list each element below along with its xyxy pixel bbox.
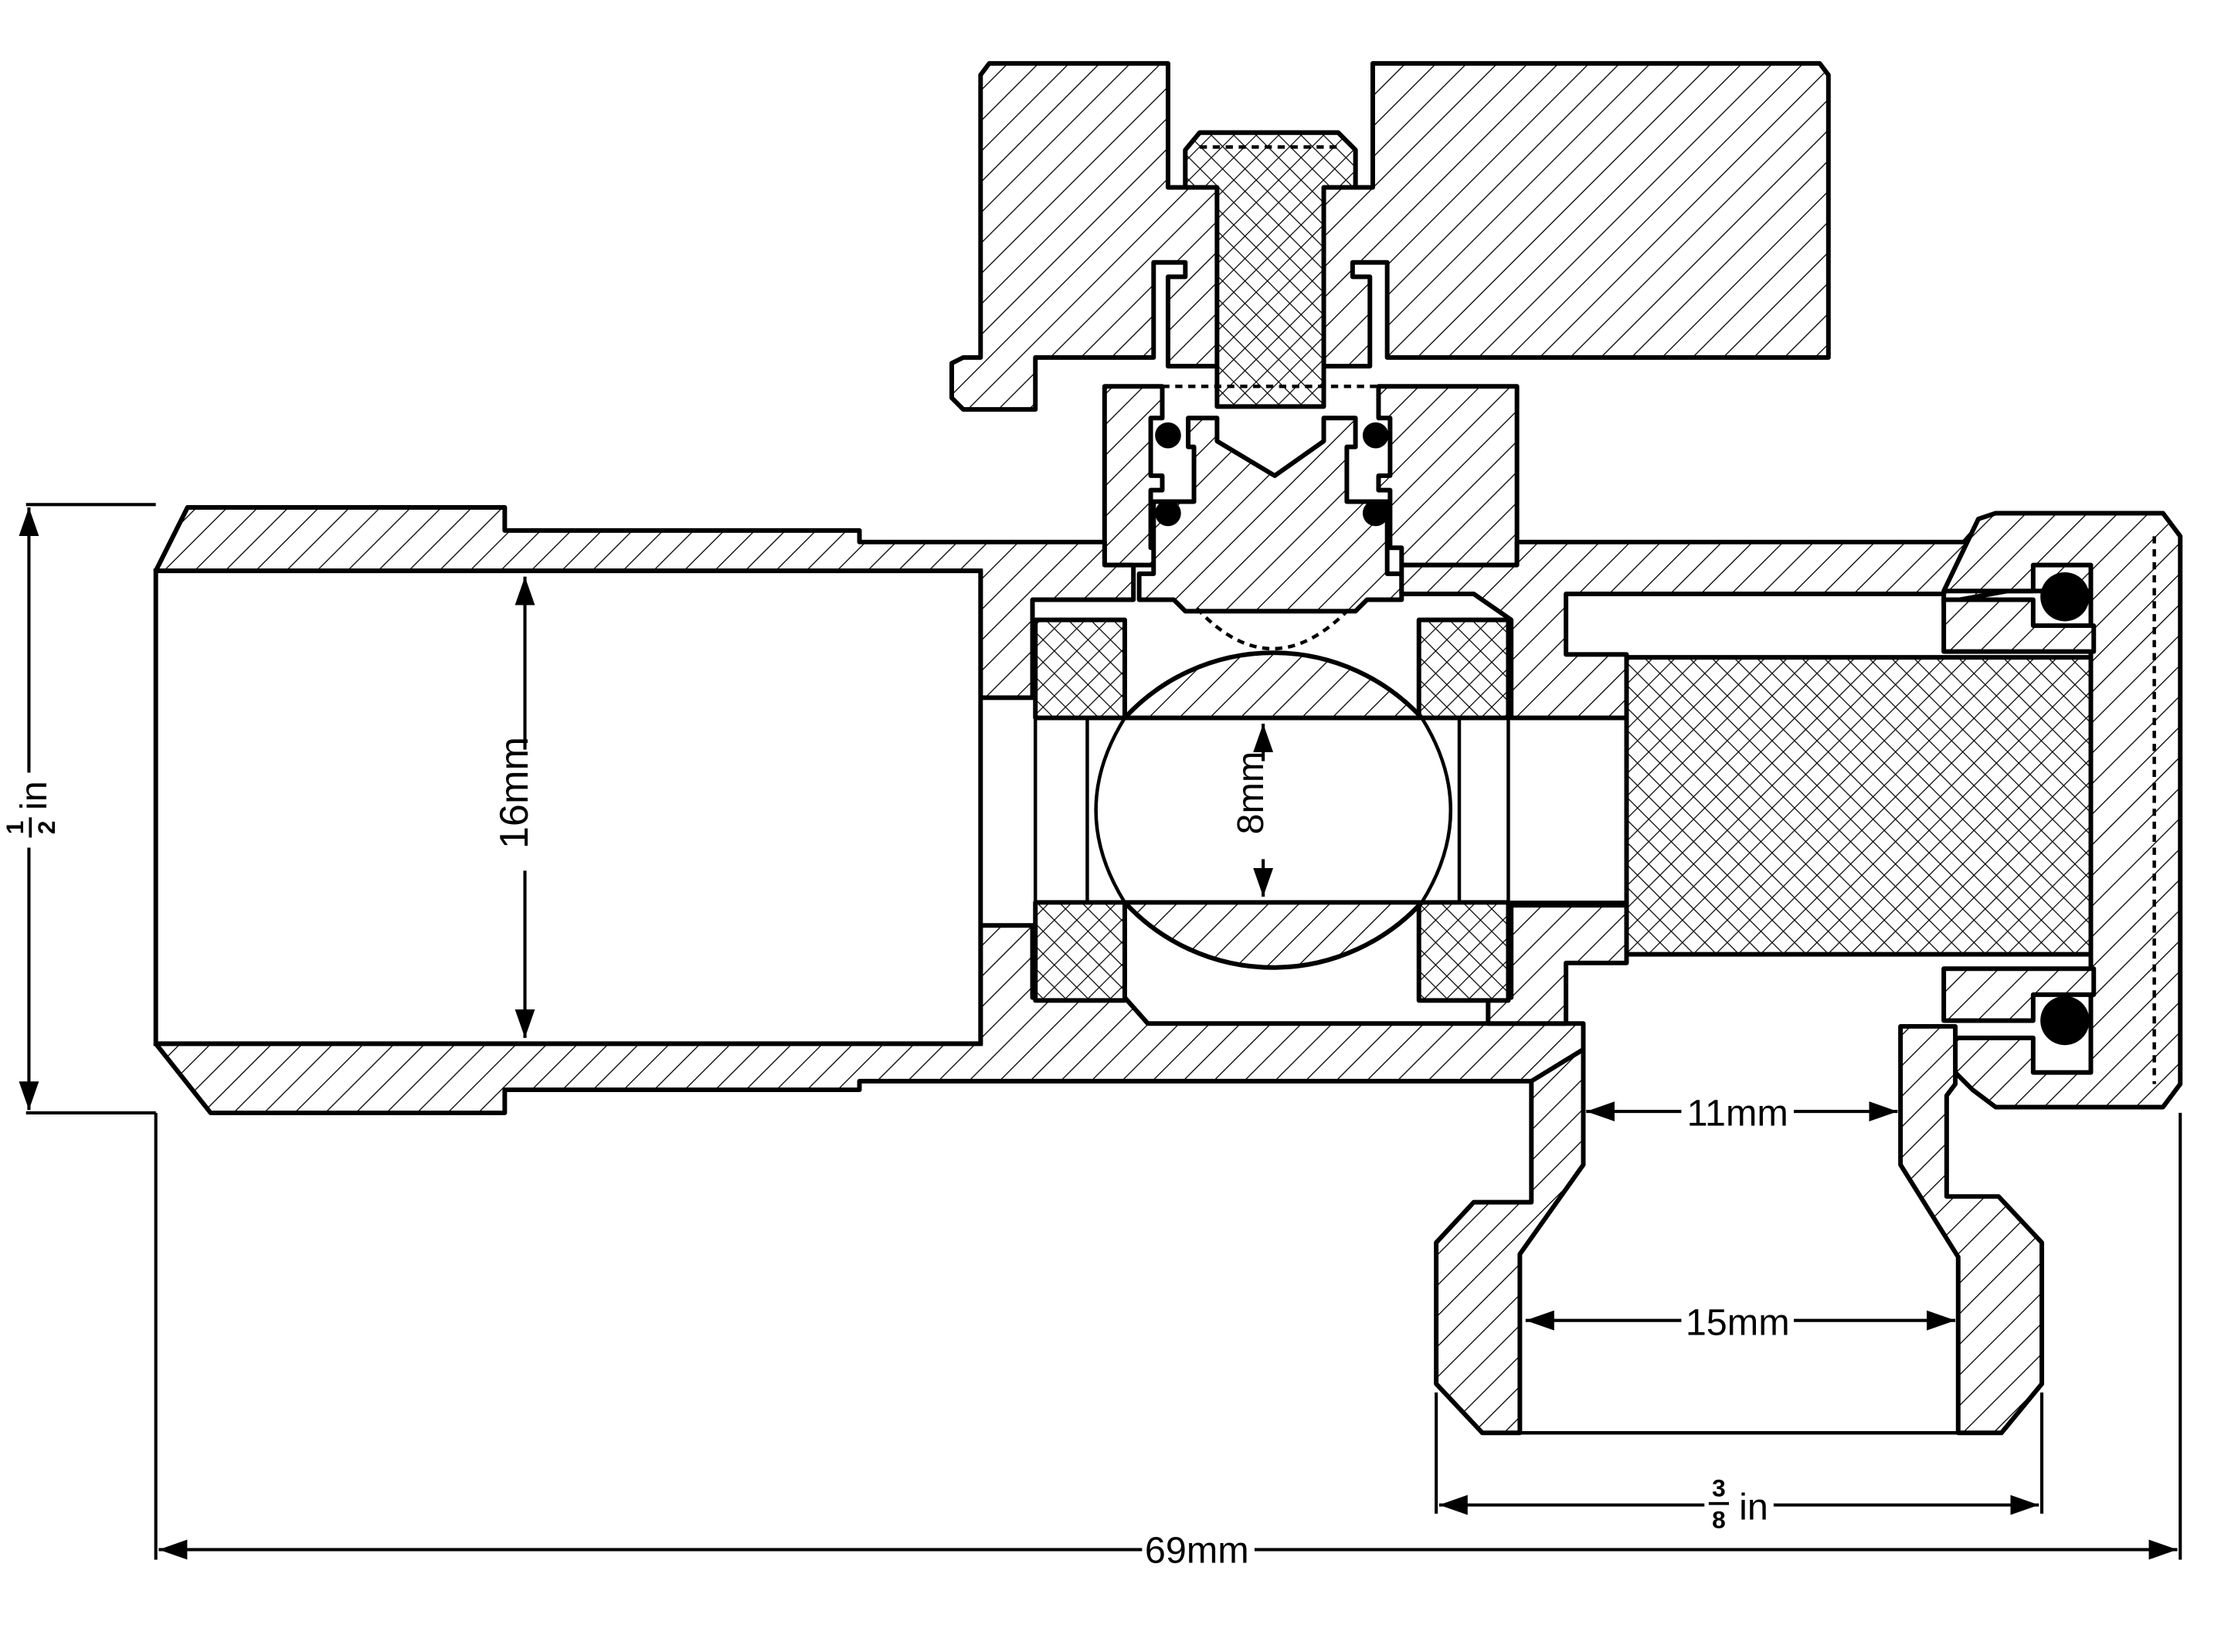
stem-o-rings	[1155, 422, 1389, 527]
svg-text:in: in	[1739, 1486, 1768, 1528]
outlet-insert	[1624, 655, 2097, 957]
svg-text:3: 3	[1712, 1474, 1726, 1501]
valve-ball	[1034, 607, 1627, 970]
union-nut	[1941, 511, 2183, 1110]
dim-16mm-label: 16mm	[492, 737, 537, 849]
dim-11mm-label: 11mm	[1687, 1093, 1788, 1135]
svg-text:2: 2	[32, 821, 60, 835]
valve-bonnet	[1102, 384, 1520, 568]
dim-8mm-label: 8mm	[1230, 751, 1272, 835]
valve-stem	[1162, 130, 1379, 409]
dim-15mm-label: 15mm	[1686, 1301, 1790, 1343]
dim-half-inch-label: 1 2 in	[1, 781, 60, 838]
svg-text:1: 1	[1, 821, 29, 835]
dim-three-eighths-label: 3 8 in	[1708, 1474, 1768, 1533]
inlet-bore	[153, 568, 983, 1046]
valve-handle	[949, 61, 1831, 412]
svg-text:in: in	[13, 781, 55, 810]
dim-69mm-label: 69mm	[1145, 1529, 1249, 1571]
svg-text:8: 8	[1712, 1505, 1726, 1533]
valve-body	[153, 505, 2094, 1115]
ball-seats	[1033, 617, 1511, 1003]
outlet-fitting	[1434, 1023, 2045, 1436]
